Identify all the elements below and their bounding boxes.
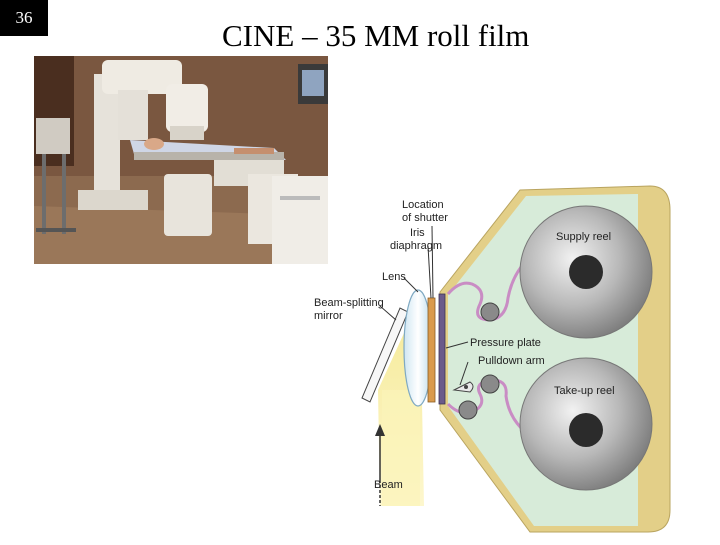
beam-arrow-icon [375,424,385,436]
label-beam: Beam [374,479,403,491]
iris-diaphragm [427,297,436,403]
slide-title: CINE – 35 MM roll film [222,18,530,53]
label-takeup-reel: Take-up reel [554,385,615,397]
label-mirror-2: mirror [314,310,343,322]
pressure-plate [438,293,446,405]
label-iris-2: diaphragm [390,240,442,252]
roller-bottom [458,400,478,420]
label-mirror-1: Beam-splitting [314,297,384,309]
slide-number: 36 [0,0,48,36]
pulldown-arm [452,381,474,393]
label-pressure-plate: Pressure plate [470,337,541,349]
roller-top [480,302,500,322]
label-pulldown-arm: Pulldown arm [478,355,545,367]
label-location-of-shutter-1: Location [402,199,444,211]
supply-reel-hub [569,255,603,289]
angiography-room-photo [34,56,328,264]
label-lens: Lens [382,271,406,283]
label-location-of-shutter-2: of shutter [402,212,448,224]
label-iris-1: Iris [410,227,425,239]
cine-camera-diagram: Location of shutter Iris diaphragm Lens … [300,180,720,540]
roller-mid [480,374,500,394]
label-supply-reel: Supply reel [556,231,611,243]
takeup-reel-hub [569,413,603,447]
